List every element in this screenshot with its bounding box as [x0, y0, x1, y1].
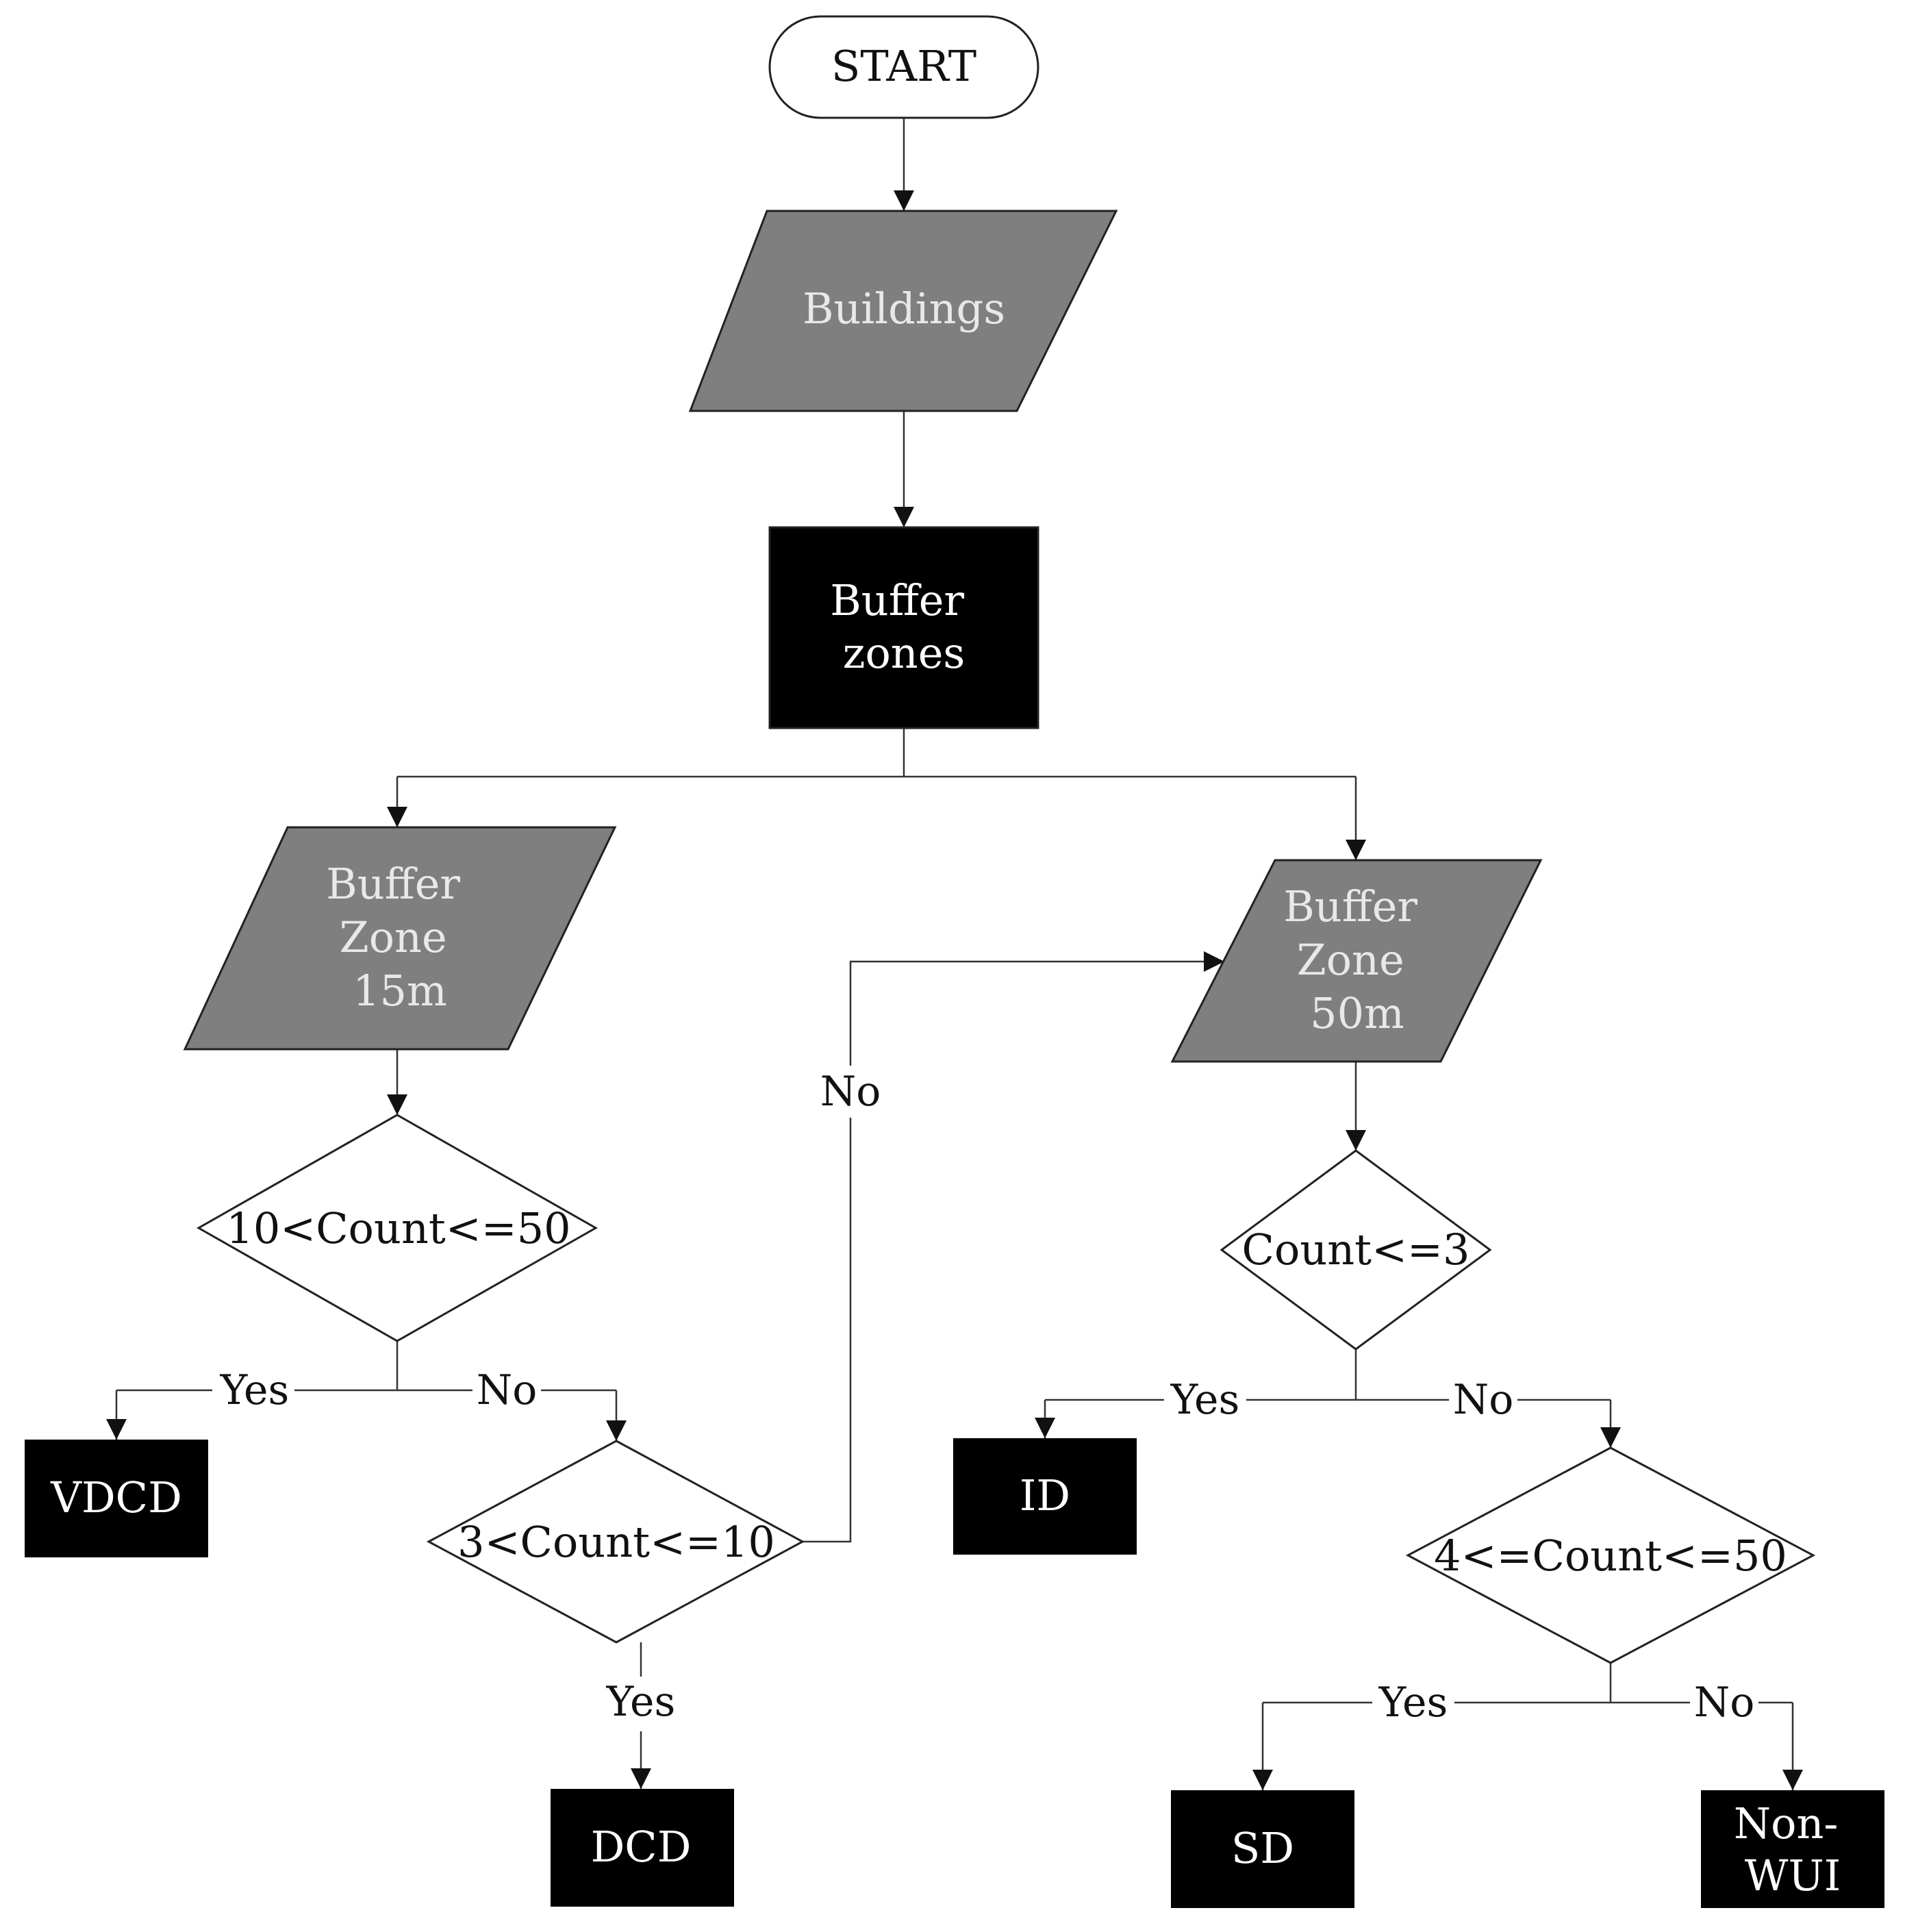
dcd-label: DCD [591, 1822, 692, 1872]
edge-label-bg [1372, 1678, 1454, 1726]
output-dcd: DCD [551, 1789, 734, 1907]
id-label: ID [1020, 1470, 1070, 1520]
output-vdcd: VDCD [25, 1440, 208, 1557]
vdcd-label: VDCD [50, 1472, 182, 1522]
edge-label-d-yes: Yes [1378, 1679, 1448, 1727]
edge-label-a-no: No [477, 1366, 538, 1414]
sd-label: SD [1231, 1823, 1294, 1873]
connector-cond-b-no [803, 951, 1224, 1543]
edge-label-c-no: No [1453, 1376, 1514, 1424]
non-wui-label: Non- WUI [1734, 1798, 1852, 1900]
buffer-zone-50m-label: Buffer Zone 50m [1283, 881, 1431, 1038]
output-non-wui: Non- WUI [1701, 1790, 1884, 1908]
edge-labels: Yes No Yes No Yes No Yes No [212, 1066, 1758, 1731]
start-label: START [831, 41, 976, 91]
connector-cond-a-branch [116, 1341, 616, 1392]
edge-label-bg [212, 1366, 294, 1414]
edge-label-bg [596, 1677, 685, 1731]
edge-label-bg [472, 1366, 541, 1414]
buffer-zone-50m-input: Buffer Zone 50m [1170, 859, 1543, 1063]
decision-b-label: 3<Count<=10 [457, 1517, 775, 1567]
decision-d-label: 4<=Count<=50 [1434, 1531, 1787, 1581]
edge-label-bg [1690, 1678, 1758, 1726]
output-id: ID [953, 1438, 1137, 1555]
start-terminator: START [768, 15, 1039, 119]
output-sd: SD [1171, 1790, 1354, 1908]
buffer-zones-label: Buffer zones [830, 575, 978, 678]
edge-label-d-no: No [1694, 1679, 1755, 1727]
buffer-zone-15m-label: Buffer Zone 15m [326, 859, 474, 1016]
edge-label-bg [1449, 1375, 1517, 1423]
edge-label-c-yes: Yes [1170, 1376, 1240, 1424]
buffer-zones-process: Buffer zones [768, 526, 1039, 729]
connector-buffer-zones-split [397, 728, 1356, 778]
edge-label-a-yes: Yes [220, 1366, 290, 1414]
edge-label-bg [816, 1066, 885, 1118]
decision-b: 3<Count<=10 [426, 1440, 805, 1644]
edge-label-bg [1164, 1375, 1246, 1423]
decision-c-label: Count<=3 [1242, 1225, 1470, 1275]
buffer-zone-15m-input: Buffer Zone 15m [183, 826, 617, 1051]
connectors [106, 118, 1803, 1790]
edge-label-b-yes: Yes [606, 1678, 676, 1726]
connector-cond-c-branch [1045, 1349, 1611, 1401]
buildings-input: Buildings [688, 210, 1118, 412]
decision-d: 4<=Count<=50 [1405, 1446, 1816, 1664]
decision-a-label: 10<Count<=50 [226, 1203, 570, 1253]
decision-a: 10<Count<=50 [196, 1114, 598, 1342]
edge-label-b-no: No [820, 1068, 881, 1116]
decision-c: Count<=3 [1220, 1149, 1492, 1351]
buildings-label: Buildings [803, 284, 1005, 334]
